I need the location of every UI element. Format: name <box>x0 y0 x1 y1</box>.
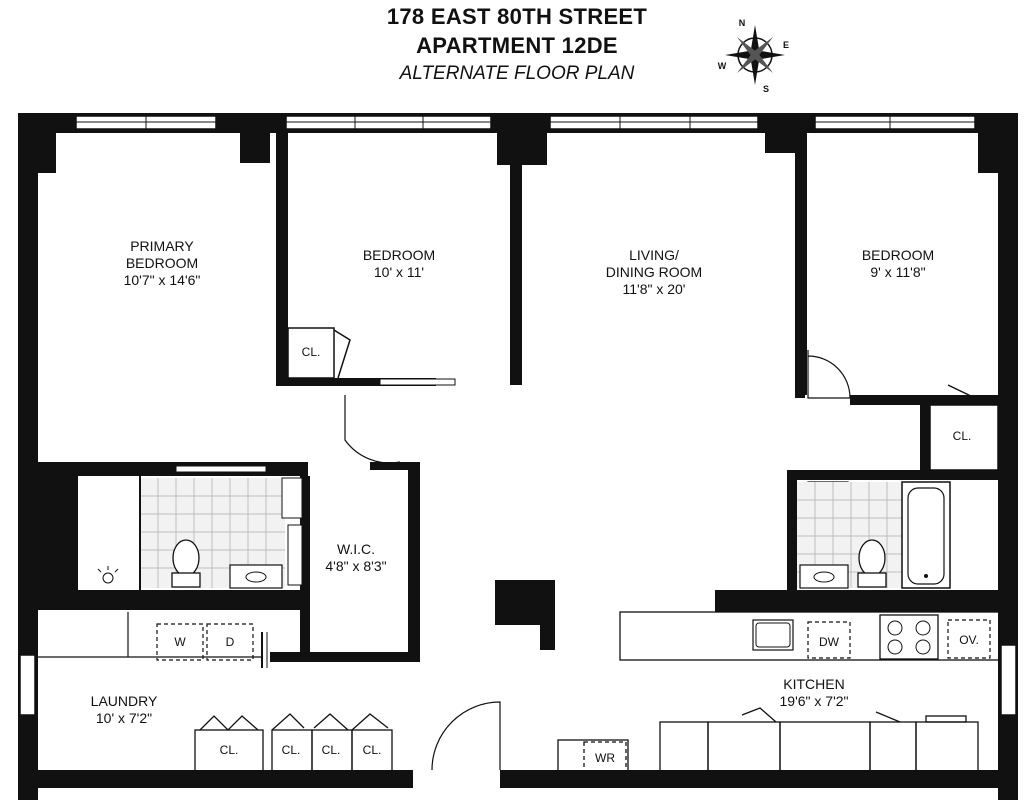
room-dimensions: 10' x 11' <box>373 264 425 280</box>
window-mullions <box>76 116 975 129</box>
room-dimensions: 10' x 7'2" <box>95 710 153 726</box>
compass-rose-icon <box>725 25 785 85</box>
washer-label: W <box>174 635 186 649</box>
room-name: KITCHEN <box>783 676 845 692</box>
bedroom-closet <box>287 327 351 379</box>
bedroom-sliding-door <box>379 378 456 386</box>
room-name: BEDROOM <box>125 255 199 271</box>
hall-closet-door <box>947 384 976 399</box>
room-living-dining: LIVING/ DINING ROOM 11'8" x 20' <box>606 247 702 298</box>
room-dimensions: 4'8" x 8'3" <box>325 558 387 574</box>
closet-label: CL. <box>952 429 972 443</box>
door-swings <box>344 350 851 771</box>
compass-east: E <box>782 40 790 50</box>
bottom-closets <box>194 707 979 773</box>
room-name: W.I.C. <box>336 541 376 557</box>
room-bedroom-3: BEDROOM 9' x 11'8" <box>862 247 934 281</box>
room-name: LIVING/ <box>629 247 679 263</box>
room-dimensions: 11'8" x 20' <box>622 281 686 297</box>
laundry-fixtures <box>38 612 268 668</box>
room-walk-in-closet: W.I.C. 4'8" x 8'3" <box>325 541 386 575</box>
room-kitchen: KITCHEN 19'6" x 7'2" <box>780 676 849 710</box>
kitchen-fixtures <box>619 611 1001 661</box>
apartment-number: APARTMENT 12DE <box>416 33 618 58</box>
compass-north: N <box>738 18 746 28</box>
exterior-walls <box>18 113 1018 800</box>
dryer-label: D <box>225 635 235 649</box>
closet-label: CL. <box>219 743 239 757</box>
closet-label: CL. <box>362 743 382 757</box>
room-name: PRIMARY <box>130 238 194 254</box>
compass-west: W <box>717 61 727 71</box>
room-bedroom-2: BEDROOM 10' x 11' <box>363 247 435 281</box>
plan-subtitle: ALTERNATE FLOOR PLAN <box>399 63 635 84</box>
closet-label: CL. <box>321 743 341 757</box>
closet-label: CL. <box>301 345 321 359</box>
shower-head-icon <box>97 566 119 584</box>
primary-bathroom <box>97 465 303 590</box>
room-laundry: LAUNDRY 10' x 7'2" <box>91 693 158 727</box>
room-name: BEDROOM <box>861 247 935 263</box>
room-primary-bedroom: PRIMARY BEDROOM 10'7" x 14'6" <box>124 238 201 289</box>
wine-refrigerator-label: WR <box>595 751 615 765</box>
room-dimensions: 10'7" x 14'6" <box>123 272 201 288</box>
room-name: LAUNDRY <box>90 693 158 709</box>
oven-label: OV. <box>959 633 979 647</box>
room-name: BEDROOM <box>362 247 436 263</box>
closet-label: CL. <box>281 743 301 757</box>
room-name: DINING ROOM <box>605 264 703 280</box>
dishwasher-label: DW <box>819 635 839 649</box>
building-address: 178 EAST 80TH STREET <box>386 4 648 29</box>
hall-closet <box>929 404 999 471</box>
room-dimensions: 19'6" x 7'2" <box>779 693 849 709</box>
second-bathroom <box>797 481 951 589</box>
room-dimensions: 9' x 11'8" <box>870 264 926 280</box>
compass-south: S <box>762 84 770 94</box>
